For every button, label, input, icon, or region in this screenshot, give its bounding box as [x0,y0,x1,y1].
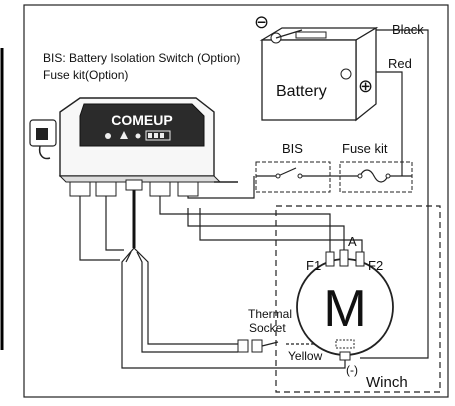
ground-terminal [339,351,351,361]
controller-panel [79,103,205,147]
positive-symbol: ⊕ [358,76,373,96]
controller-brand: COMEUP [111,112,172,128]
harness-thermal-wire-1 [133,247,238,345]
warning-icon [120,131,128,139]
negative-symbol: ⊖ [254,12,269,32]
battery-level-bar [154,133,158,138]
harness-thermal-wire-2 [136,251,238,353]
black-wire-label: Black [392,22,424,37]
fuse-contact [385,173,391,179]
red-wire-label: Red [388,56,412,71]
f2-wire [199,208,363,252]
fuse-contact [357,173,363,179]
winch-label: Winch [366,374,408,391]
battery-front [261,39,357,121]
bis-contact [275,173,281,179]
battery-level-bar [148,133,152,138]
connector-1 [69,181,91,197]
figure-frame [23,4,449,398]
positive-terminal [340,68,352,80]
fuse-box [339,161,413,193]
terminal-a [339,249,349,267]
negative-cable [275,29,303,39]
winch: M A F1 F2 Thermal Socket Yellow (-) Winc… [237,205,441,393]
bis-switch-lever [277,167,297,177]
bis-box [255,161,331,193]
left-wire-1 [79,196,120,261]
a-wire [187,208,345,250]
f1-wire [159,196,331,252]
bis-controller-wire [187,176,255,199]
bis-label: BIS [282,141,303,156]
terminal-f1-label: F1 [306,258,321,273]
battery-level-bar [160,133,164,138]
battery-side [355,26,377,122]
thermal-socket-left [237,339,249,353]
yellow-wire-label: Yellow [288,349,323,363]
terminal-f2-label: F2 [368,258,383,273]
fuse-symbol [340,169,412,183]
terminal-a-label: A [348,234,357,249]
bracket-cable [38,145,51,160]
legend-fuse: Fuse kit(Option) [43,68,128,82]
socket-label: Socket [249,321,286,335]
connector-harness [125,179,143,191]
fuse-label: Fuse kit [342,141,388,156]
bracket-connector [36,128,48,140]
legend-bis: BIS: Battery Isolation Switch (Option) [43,51,240,65]
ground-label: (-) [346,363,358,377]
motor-letter: M [323,280,366,338]
bis-contact [297,173,303,179]
connector-3 [149,181,171,197]
bis-and-fuse: BIS Fuse kit [255,141,413,193]
connector-2 [95,181,117,197]
thermal-link-1 [261,341,279,347]
wifi-icon [105,133,111,139]
thermal-sensor [335,339,355,349]
terminal-f2 [355,251,365,267]
status-led-icon [135,133,141,139]
thermal-label: Thermal [248,307,292,321]
winch-boundary [275,205,441,393]
controller-unit: COMEUP [29,97,238,197]
terminal-f1 [325,251,335,267]
left-wire-2 [105,196,124,251]
harness-split [125,251,132,263]
battery: ⊖ ⊕ Battery [254,12,379,122]
thermal-socket-right [251,339,263,353]
connector-4 [177,181,199,197]
battery-cap [295,31,327,39]
battery-level-icon [145,130,171,141]
battery-label: Battery [276,83,327,100]
